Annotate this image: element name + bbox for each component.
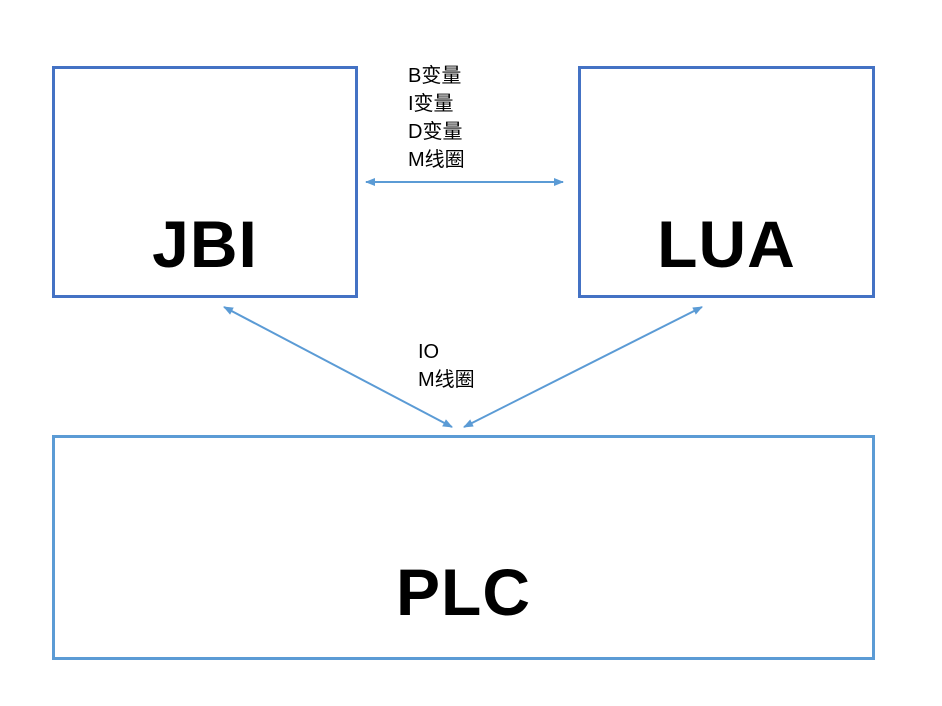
- node-plc: PLC: [52, 435, 875, 660]
- edge-label-m-coil: M线圈: [418, 369, 475, 391]
- edge-labels-jbi-lua: B变量 I变量 D变量 M线圈: [408, 62, 465, 174]
- edge-labels-nodes-plc: IO M线圈: [418, 338, 475, 394]
- node-jbi-label: JBI: [152, 207, 258, 281]
- node-jbi: JBI: [52, 66, 358, 298]
- edge-label-b-variable: B变量: [408, 65, 462, 87]
- arrow-lua-plc: [463, 306, 703, 428]
- node-plc-label: PLC: [396, 555, 531, 629]
- edge-label-m-coil: M线圈: [408, 149, 465, 171]
- node-lua: LUA: [578, 66, 875, 298]
- edge-label-d-variable: D变量: [408, 121, 463, 143]
- edge-label-io: IO: [418, 341, 440, 363]
- arrow-jbi-plc: [223, 306, 453, 428]
- node-lua-label: LUA: [657, 207, 796, 281]
- edge-label-i-variable: I变量: [408, 93, 454, 115]
